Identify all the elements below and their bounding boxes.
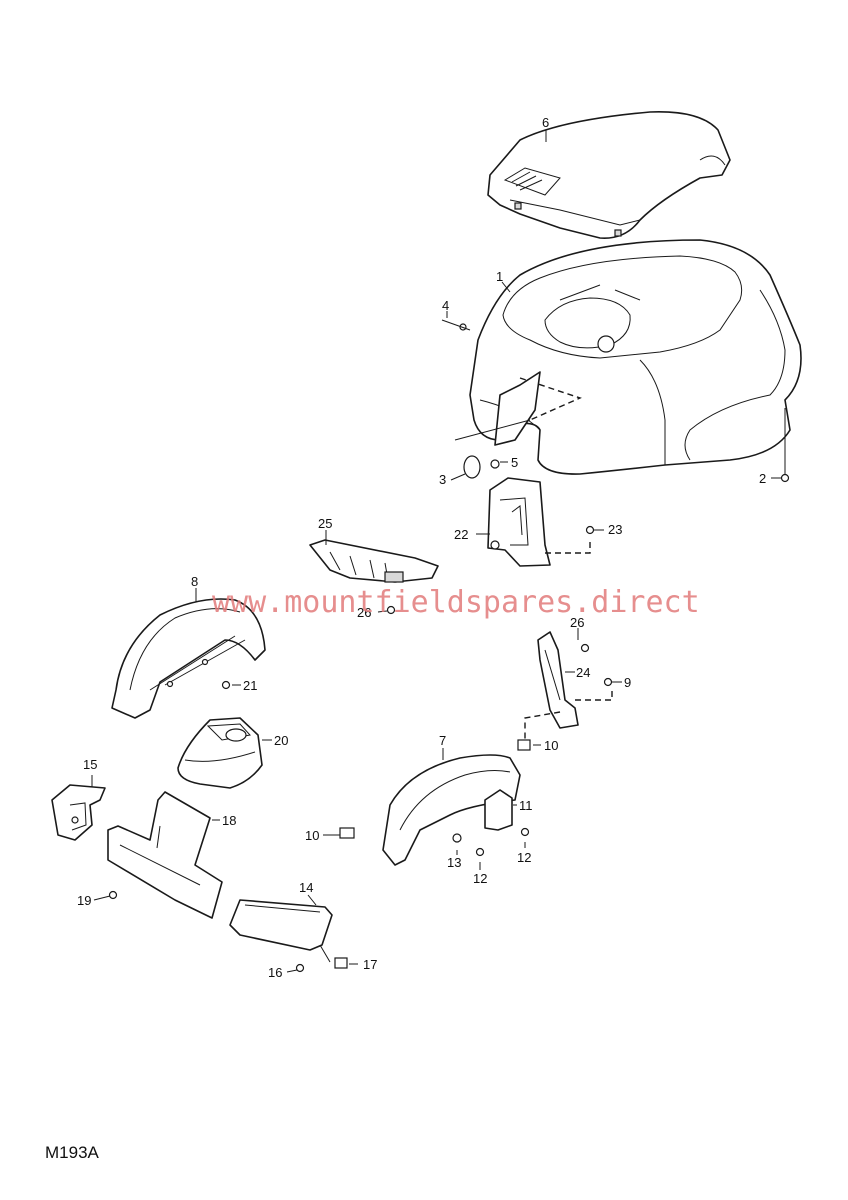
callout-8: 8 bbox=[191, 574, 198, 589]
callout-25: 25 bbox=[318, 516, 332, 531]
callout-19: 19 bbox=[77, 893, 91, 908]
part-14-trim bbox=[229, 899, 333, 963]
callout-18: 18 bbox=[222, 813, 236, 828]
callout-3: 3 bbox=[439, 472, 446, 487]
callout-15: 15 bbox=[83, 757, 97, 772]
part-24-bracket-arm bbox=[524, 631, 613, 740]
part-6-top-cover bbox=[487, 111, 731, 239]
part-18-front-panel bbox=[107, 791, 223, 919]
callout-6: 6 bbox=[542, 115, 549, 130]
callout-13: 13 bbox=[447, 855, 461, 870]
callout-12-bottom: 12 bbox=[473, 871, 487, 886]
callout-24: 24 bbox=[576, 665, 590, 680]
watermark-text: www.mountfieldspares.direct bbox=[212, 585, 700, 620]
callout-10-left: 10 bbox=[305, 828, 319, 843]
drawing-code: M193A bbox=[45, 1143, 100, 1162]
callout-labels: 6 1 4 3 5 2 22 23 25 26 8 26 24 9 10 21 … bbox=[77, 115, 766, 980]
fasteners bbox=[108, 319, 790, 973]
callout-1: 1 bbox=[496, 269, 503, 284]
callout-21: 21 bbox=[243, 678, 257, 693]
callout-11: 11 bbox=[519, 798, 533, 813]
leader-lines bbox=[91, 130, 781, 973]
callout-16: 16 bbox=[268, 965, 282, 980]
callout-10-right: 10 bbox=[544, 738, 558, 753]
part-15-small-cover bbox=[51, 784, 106, 841]
callout-12-right: 12 bbox=[517, 850, 531, 865]
callout-7: 7 bbox=[439, 733, 446, 748]
callout-22: 22 bbox=[454, 527, 468, 542]
callout-26-right: 26 bbox=[570, 615, 584, 630]
part-8-rear-mudguard bbox=[111, 598, 266, 719]
part-22-bracket bbox=[487, 477, 591, 567]
callout-17: 17 bbox=[363, 957, 377, 972]
part-25-plate bbox=[309, 539, 439, 583]
callout-2: 2 bbox=[759, 471, 766, 486]
callout-5: 5 bbox=[511, 455, 518, 470]
callout-23: 23 bbox=[608, 522, 622, 537]
callout-26-top: 26 bbox=[357, 605, 371, 620]
part-20-fuel-cover bbox=[177, 717, 263, 789]
callout-9: 9 bbox=[624, 675, 631, 690]
callout-20: 20 bbox=[274, 733, 288, 748]
callout-14: 14 bbox=[299, 880, 313, 895]
part-7-side-mudguard bbox=[382, 754, 521, 866]
callout-4: 4 bbox=[442, 298, 449, 313]
part-1-main-body bbox=[454, 239, 802, 475]
